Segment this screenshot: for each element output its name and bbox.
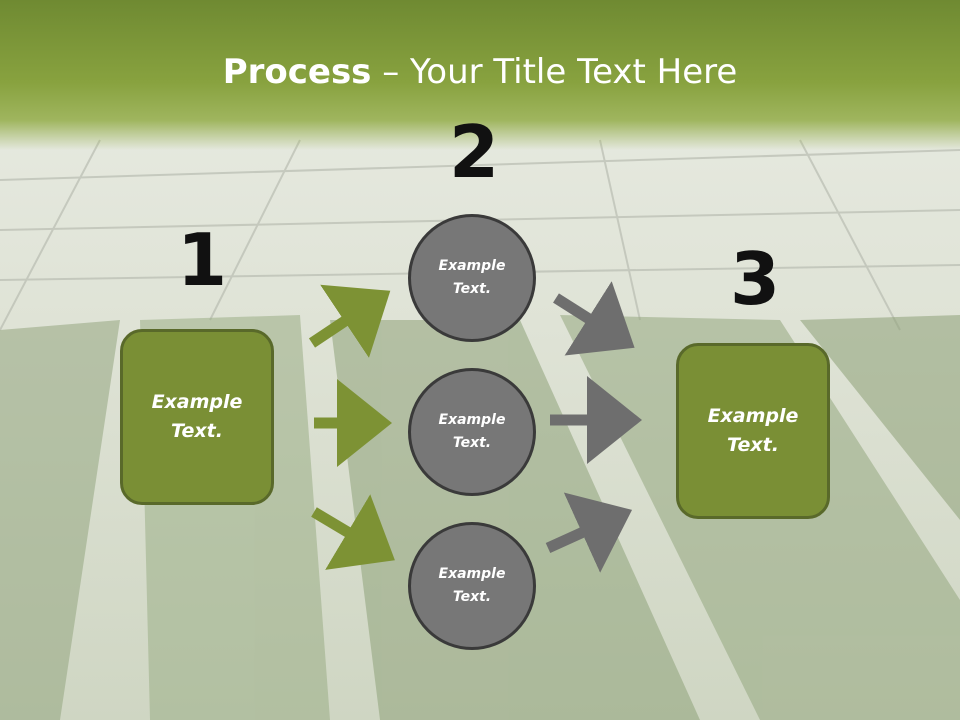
step-1-line2: Text. bbox=[171, 420, 223, 442]
arrow-bottom-to-3 bbox=[545, 492, 633, 573]
step-number-2: 2 bbox=[449, 110, 500, 194]
step-1-line1: Example bbox=[151, 391, 243, 413]
arrow-1-to-top bbox=[308, 284, 391, 358]
circle-bottom-line1: Example bbox=[438, 566, 506, 582]
circle-middle-line2: Text. bbox=[452, 435, 492, 451]
step-number-1: 1 bbox=[177, 218, 228, 302]
circle-top-line2: Text. bbox=[452, 281, 492, 297]
circle-bottom-line2: Text. bbox=[452, 589, 492, 605]
circle-middle-line1: Example bbox=[438, 412, 506, 428]
step-3-line1: Example bbox=[707, 405, 799, 427]
step-3-line2: Text. bbox=[727, 434, 779, 456]
arrow-1-to-bottom bbox=[311, 494, 395, 570]
arrow-top-to-3 bbox=[553, 281, 635, 356]
circle-top-line1: Example bbox=[438, 258, 506, 274]
title-bold: Process bbox=[222, 52, 372, 92]
title-band bbox=[0, 0, 960, 150]
step-number-3: 3 bbox=[730, 237, 781, 321]
page-title: Process – Your Title Text Here bbox=[0, 52, 960, 92]
title-rest: – Your Title Text Here bbox=[371, 52, 738, 92]
